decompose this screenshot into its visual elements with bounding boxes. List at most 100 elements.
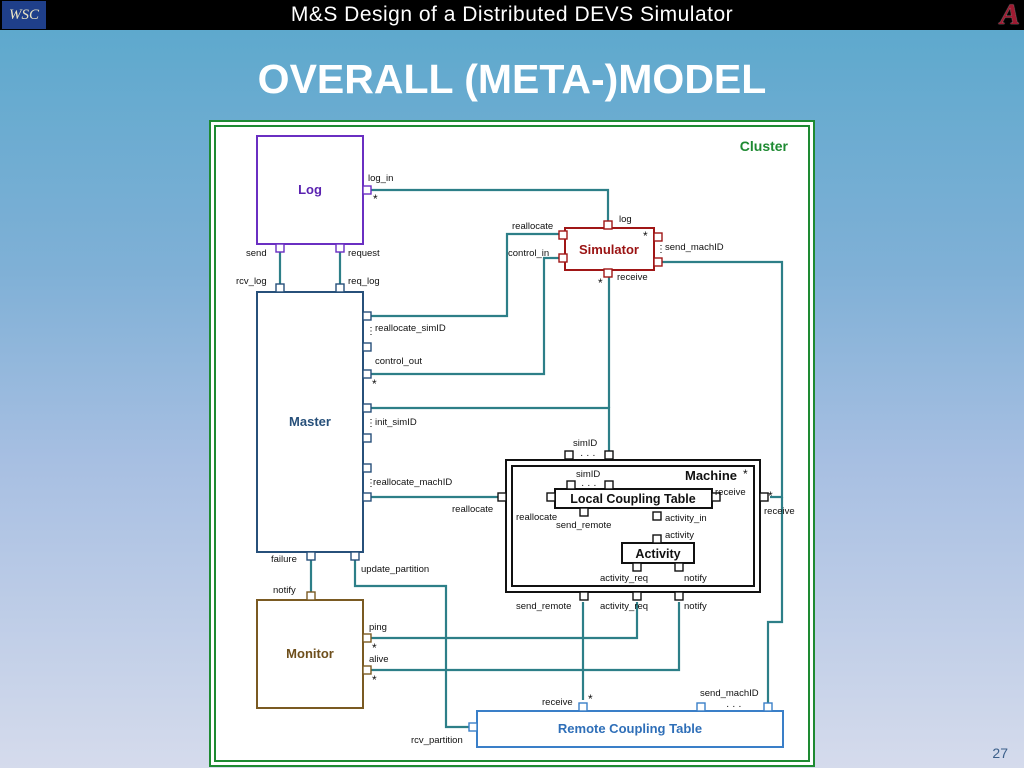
log-request-port [335,243,345,253]
master-rcv-log-label: rcv_log [236,276,267,287]
activity-req-port [632,562,642,572]
wire-reallocate-simid [368,232,564,318]
rct-send-machid-label: send_machID [700,688,759,699]
rct-send-machid-port-2 [763,702,773,712]
monitor-ping-label: ping [369,622,387,633]
log-send-label: send [246,248,267,259]
wire-send-machid [658,260,784,499]
lct-send-remote-label: send_remote [556,520,611,531]
activity-top-label: activity [665,530,694,541]
simulator-control-in-port [558,253,568,263]
master-reallocate-simid-label: reallocate_simID [375,323,446,334]
remote-coupling-table-label: Remote Coupling Table [558,721,702,736]
master-init-simid-port-2 [362,433,372,443]
lct-activity-in-label: activity_in [665,513,707,524]
activity-req-label: activity_req [600,573,648,584]
rct-send-machid-port-1 [696,702,706,712]
log-in-star: * [373,192,378,206]
lct-simid-port-1 [566,480,576,490]
master-label: Master [289,414,331,429]
machine-send-remote-port [579,591,589,601]
machine-notify-label: notify [684,601,707,612]
master-reallocate-machid-label: reallocate_machID [373,477,452,488]
machine-star: * [743,467,748,481]
master-reallocate-machid-dots: ⋮ [366,478,376,489]
master-block [256,291,364,553]
wire-alive [368,602,681,672]
lct-activity-in-port [652,511,662,521]
log-in-port [362,185,372,195]
monitor-notify-label: notify [273,585,296,596]
master-control-out-star: * [372,377,377,391]
master-update-partition-port [350,551,360,561]
machine-simid-port-2 [604,450,614,460]
master-init-simid-port-1 [362,403,372,413]
slide-title: OVERALL (META-)MODEL [257,56,767,102]
simulator-block [564,227,655,271]
monitor-alive-label: alive [369,654,389,665]
machine-reallocate-port [497,492,507,502]
monitor-alive-star: * [372,673,377,687]
activity-top-port [652,534,662,544]
simulator-send-machid-label: send_machID [665,242,724,253]
activity-notify-port [674,562,684,572]
lct-receive-port [711,492,721,502]
simulator-receive-label: receive [617,272,648,283]
monitor-ping-port [362,633,372,643]
wsc-logo: WSC [2,1,46,29]
master-init-simid-label: init_simID [375,417,417,428]
lct-receive-label: receive [715,487,746,498]
simulator-star-1: * [643,229,648,243]
lct-simid-label: simID [576,469,600,480]
machine-activity-req-label: activity_req [600,601,648,612]
machine-receive-port [759,492,769,502]
master-control-out-port [362,369,372,379]
machine-receive-label: receive [764,506,795,517]
machine-notify-port [674,591,684,601]
rct-rcv-partition-port [468,722,478,732]
lct-reallocate-label: reallocate [516,512,557,523]
remote-coupling-table-block [476,710,784,748]
header-title: M&S Design of a Distributed DEVS Simulat… [290,3,734,26]
machine-simid-port-1 [564,450,574,460]
simulator-send-machid-port-2 [653,257,663,267]
master-reallocate-machid-port-2 [362,492,372,502]
log-label: Log [298,182,322,197]
simulator-log-port [603,220,613,230]
master-rcv-log-port [275,283,285,293]
log-block [256,135,364,245]
monitor-block [256,599,364,709]
wire-ping [368,602,639,640]
activity-notify-label: notify [684,573,707,584]
lct-reallocate-port [546,492,556,502]
wire-control-out [368,256,564,376]
machine-send-remote-label: send_remote [516,601,571,612]
monitor-notify-port [306,591,316,601]
rct-receive-label: receive [542,697,573,708]
master-reallocate-simid-dots: ⋮ [366,326,376,337]
wire-log-in [370,188,610,226]
machine-activity-req-port [632,591,642,601]
simulator-reallocate-port [558,230,568,240]
simulator-reallocate-label: reallocate [512,221,553,232]
simulator-control-in-label: control_in [508,248,549,259]
log-in-label: log_in [368,173,393,184]
monitor-alive-port [362,665,372,675]
machine-simid-label: simID [573,438,597,449]
master-failure-label: failure [271,554,297,565]
simulator-send-machid-port-1 [653,232,663,242]
machine-reallocate-label: reallocate [452,504,493,515]
machine-label: Machine [685,468,737,483]
machine-simid-dots: · · · [580,450,596,461]
master-reallocate-simid-port-1 [362,311,372,321]
master-control-out-label: control_out [375,356,422,367]
log-request-label: request [348,248,380,259]
master-init-simid-dots: ⋮ [366,418,376,429]
simulator-receive-star: * [598,276,603,290]
master-req-log-port [335,283,345,293]
lct-simid-port-2 [604,480,614,490]
rct-receive-port [578,702,588,712]
simulator-label: Simulator [579,242,639,257]
simulator-vdots: ⋮ [656,244,666,255]
